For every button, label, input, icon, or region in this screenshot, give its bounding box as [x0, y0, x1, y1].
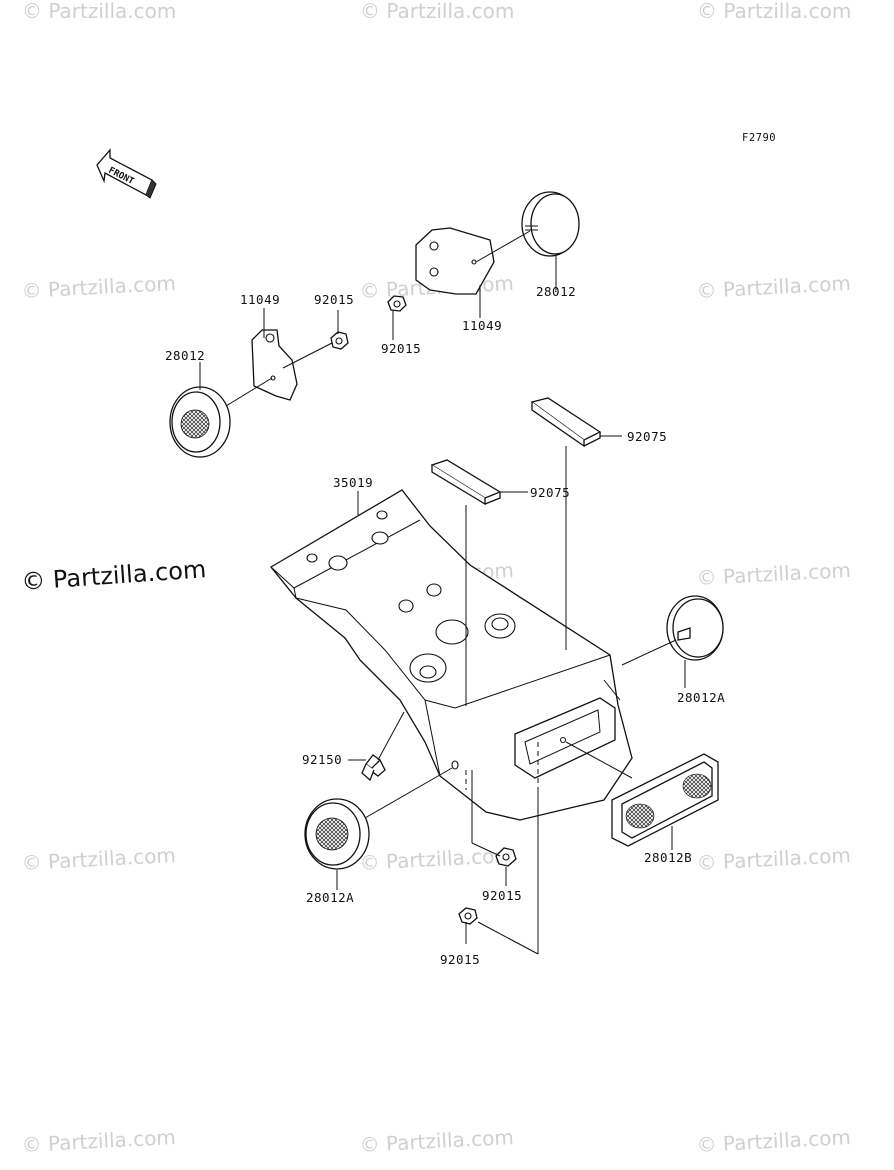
bolt-92150: [361, 754, 386, 782]
watermark: © Partzilla.com: [21, 1125, 176, 1157]
leader-lines: [199, 230, 686, 955]
pad-92075-mid: [430, 459, 502, 506]
label-28012B: 28012B: [644, 850, 692, 865]
bracket-11049-left: [251, 329, 298, 401]
label-92075-top: 92075: [627, 429, 667, 444]
watermark: © Partzilla.com: [21, 843, 176, 875]
fender-35019: [270, 489, 633, 821]
front-arrow-icon: FRONT: [96, 148, 157, 199]
label-92015-top-left: 92015: [314, 292, 354, 307]
pad-92075-top: [530, 397, 602, 448]
label-28012-right: 28012: [536, 284, 576, 299]
reflector-28012-left: [169, 386, 231, 458]
label-11049-right: 11049: [462, 318, 502, 333]
label-28012A-left: 28012A: [306, 890, 354, 905]
watermark: © Partzilla.com: [696, 271, 851, 303]
nut-92015-lowest: [458, 907, 478, 925]
watermark: © Partzilla.com: [22, 0, 176, 23]
reflector-28012-right: [521, 191, 580, 257]
figure-code: F2790: [742, 132, 776, 144]
watermark: © Partzilla.com: [359, 1125, 514, 1157]
label-28012-left: 28012: [165, 348, 205, 363]
watermark: © Partzilla.com: [21, 271, 176, 303]
label-28012A-right: 28012A: [677, 690, 725, 705]
watermark: © Partzilla.com: [696, 843, 851, 875]
watermark: © Partzilla.com: [696, 558, 851, 590]
label-92015-lowest: 92015: [440, 952, 480, 967]
label-92015-bottom: 92015: [482, 888, 522, 903]
watermark: © Partzilla.com: [360, 0, 514, 23]
reflector-28012A-right: [666, 595, 724, 661]
nut-92015-top-left: [330, 331, 349, 350]
label-92075-mid: 92075: [530, 485, 570, 500]
watermark: © Partzilla.com: [697, 0, 851, 23]
part-labels: 11049 92015 28012 92015 11049 28012 9207…: [165, 284, 725, 967]
label-11049-left: 11049: [240, 292, 280, 307]
reflector-28012A-left: [304, 798, 370, 870]
watermark-main: © Partzilla.com: [20, 555, 207, 596]
nut-92015-bottom: [495, 847, 517, 867]
label-35019: 35019: [333, 475, 373, 490]
bracket-11049-right: [415, 227, 495, 295]
watermark: © Partzilla.com: [696, 1125, 851, 1157]
label-92015-mid: 92015: [381, 341, 421, 356]
reflector-28012B: [611, 753, 719, 847]
label-92150: 92150: [302, 752, 342, 767]
nut-92015-mid: [387, 295, 407, 312]
watermark: © Partzilla.com: [359, 843, 514, 875]
